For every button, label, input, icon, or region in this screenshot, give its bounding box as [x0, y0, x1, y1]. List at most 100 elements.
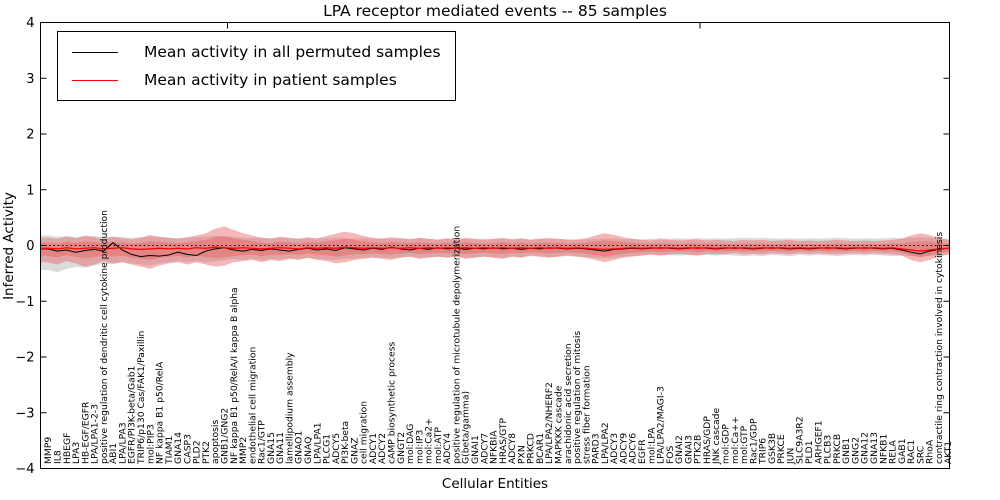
category-label: ADCY4: [442, 433, 453, 464]
legend-line-red: [72, 79, 118, 81]
category-label: cAMP biosynthetic process: [386, 342, 397, 464]
category-label: PARD3: [591, 433, 602, 464]
category-label: GNA14: [173, 432, 184, 464]
category-label: LPA/LPA2/MAGI-3: [656, 386, 667, 464]
category-label: ADCY6: [628, 433, 639, 464]
category-label: PLD2: [192, 440, 203, 464]
category-label: mol:PIP3: [145, 424, 156, 464]
category-label: GNAQ: [303, 437, 314, 464]
category-label: G(beta/gamma): [461, 391, 472, 464]
category-label: ADCY8: [507, 433, 518, 464]
category-label: PLCG1: [322, 434, 333, 464]
category-label: TRIP6: [758, 438, 769, 465]
category-label: mol:Ca2+: [424, 418, 435, 464]
category-label: HBEGF: [62, 433, 73, 464]
category-label: PLD1: [804, 440, 815, 464]
category-label: cell migration: [359, 401, 370, 464]
category-label: PRKCB: [832, 434, 843, 464]
category-label: GNA15: [266, 432, 277, 464]
y-tick-label: −1: [15, 295, 34, 310]
category-label: mol:LPA: [646, 427, 657, 464]
x-axis-label: Cellular Entities: [441, 476, 549, 492]
category-label: LPA/LPA1-2-3: [90, 404, 101, 464]
y-tick-label: 4: [26, 16, 34, 31]
category-label: ADCY7: [479, 433, 490, 464]
category-label: AKT1: [943, 441, 954, 464]
category-label: RAC1: [906, 440, 917, 464]
category-label: LPA3: [71, 442, 82, 464]
category-label: mol:DAG: [405, 424, 416, 464]
category-label: JUN: [785, 448, 796, 465]
category-label: positive regulation of dendritic cell cy…: [99, 210, 110, 464]
category-label: TRIP6/p130 Cas/FAK1/Paxillin: [136, 331, 147, 465]
category-label: EGFR/PI3K-beta/Gab1: [127, 366, 138, 464]
legend: Mean activity in all permuted samples Me…: [57, 31, 456, 101]
category-label: RELA: [888, 439, 899, 464]
category-label: PRKCD: [526, 433, 537, 464]
category-label: ADCY2: [377, 433, 388, 464]
chart-title: LPA receptor mediated events -- 85 sampl…: [323, 2, 667, 20]
category-label: MMP2: [238, 437, 249, 464]
category-label: ADCY9: [618, 433, 629, 464]
category-label: NFKB1: [878, 434, 889, 464]
category-label: LPA/LPA2: [600, 422, 611, 464]
category-label: Rac1/GDP: [748, 418, 759, 464]
category-label: MMP9: [43, 437, 54, 464]
series-line-patient: [40, 246, 950, 252]
category-label: HB-EGF/EGFR: [80, 401, 91, 464]
category-label: NF kappa B1 p50/RelA: [155, 361, 166, 464]
category-label: apoptosis: [210, 420, 221, 464]
category-label: HRAS/GTP: [498, 417, 509, 464]
category-label: GNAI3: [683, 435, 694, 464]
category-label: GNAI1: [470, 435, 481, 464]
category-label: PLCB3: [823, 435, 834, 464]
category-label: PI3K-beta: [340, 421, 351, 464]
legend-entry-patient: Mean activity in patient samples: [72, 66, 441, 94]
category-label: CASP3: [182, 434, 193, 464]
category-label: GSK3B: [767, 433, 778, 464]
category-label: GAB1: [897, 438, 908, 464]
legend-label-patient: Mean activity in patient samples: [144, 71, 397, 89]
category-label: mol:Ca++: [730, 416, 741, 464]
category-label: IL8: [52, 450, 63, 464]
legend-line-black: [72, 51, 118, 53]
category-label: lamellipodium assembly: [284, 352, 295, 464]
category-label: Rac1/GTP: [257, 420, 268, 464]
category-label: PXN: [516, 445, 527, 464]
category-label: stress fiber formation: [581, 365, 592, 464]
category-label: NFKBIA: [489, 430, 500, 464]
category-label: NF kappa B1 p50/RelA/I kappa B alpha: [229, 287, 240, 464]
category-label: endothelial cell migration: [247, 347, 258, 464]
category-label: GNGT2: [396, 432, 407, 464]
category-label: ADCY1: [368, 433, 379, 464]
y-tick-label: 1: [26, 183, 34, 198]
legend-entry-permuted: Mean activity in all permuted samples: [72, 38, 441, 66]
category-label: GNAO1: [294, 431, 305, 464]
category-label: GNG2: [850, 437, 861, 464]
category-label: SLC9A3R2: [795, 416, 806, 464]
category-label: PRKCE: [776, 434, 787, 464]
y-tick-label: 2: [26, 128, 34, 143]
category-label: positive regulation of microtubule depol…: [451, 226, 462, 464]
category-label: GNA11: [275, 432, 286, 464]
category-label: mol:GTP: [739, 425, 750, 464]
category-label: GNAZ: [349, 437, 360, 464]
y-tick-label: −3: [15, 406, 34, 421]
legend-label-permuted: Mean activity in all permuted samples: [144, 43, 441, 61]
category-label: GNA13: [869, 432, 880, 464]
category-label: TIAM1: [164, 436, 175, 465]
category-label: mol:GDP: [721, 424, 732, 464]
category-label: EGFR: [637, 439, 648, 464]
category-label: LPA/LPA3: [117, 422, 128, 464]
category-label: ADCY5: [331, 433, 342, 464]
category-label: contractile ring contraction involved in…: [934, 232, 945, 464]
category-label: BCAR1: [535, 433, 546, 464]
category-label: ARHGEF1: [813, 420, 824, 464]
band-permuted-range: [40, 235, 950, 273]
category-label: arachidonic acid secretion: [563, 343, 574, 464]
category-label: HRAS/GDP: [702, 416, 713, 464]
category-label: positive regulation of mitosis: [572, 331, 583, 464]
category-label: GNAI2: [674, 435, 685, 464]
category-label: GNB1/GNG2: [219, 408, 230, 464]
